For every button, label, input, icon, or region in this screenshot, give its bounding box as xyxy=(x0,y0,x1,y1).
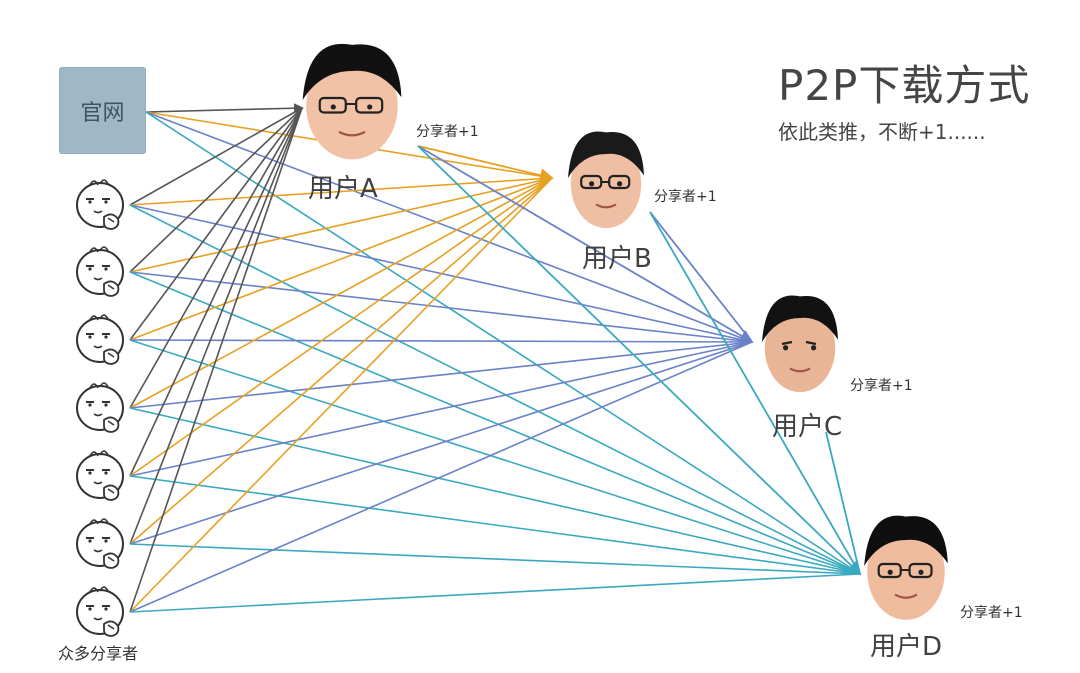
edge-sharer-to-b xyxy=(129,177,553,409)
edge-sharer-to-c xyxy=(129,341,753,409)
edge-sharer-to-d xyxy=(129,543,861,575)
sharer-column xyxy=(76,179,124,637)
edge-sharer-to-c xyxy=(129,341,753,545)
user-a-label: 用户A xyxy=(308,174,378,204)
official-site-node: 官网 xyxy=(59,67,146,154)
edge-b-to-c xyxy=(649,211,753,343)
edge-sharer-to-b xyxy=(129,177,553,545)
user-a-face-icon xyxy=(302,43,402,160)
diagram-title: P2P下载方式 xyxy=(778,61,1031,110)
edge-a-to-d xyxy=(417,145,862,576)
user-a-share-label: 分享者+1 xyxy=(416,124,479,140)
edge-site-to-c xyxy=(145,111,753,343)
thinking-face-icon xyxy=(76,314,124,365)
edge-sharer-to-b xyxy=(129,177,553,341)
edge-sharer-to-d xyxy=(129,407,861,575)
thinking-face-icon xyxy=(76,586,124,637)
thinking-face-icon xyxy=(76,450,124,501)
user-b-face-icon xyxy=(568,131,644,229)
edge-sharer-to-c xyxy=(129,339,753,343)
edge-sharer-to-b xyxy=(129,177,553,273)
edge-sharer-to-d xyxy=(129,573,861,613)
diagram-subtitle: 依此类推，不断+1...... xyxy=(778,120,986,144)
edge-a-to-c xyxy=(417,145,754,344)
edge-sharer-to-d xyxy=(129,271,861,575)
edge-c-to-d xyxy=(825,431,861,575)
user-c-share-label: 分享者+1 xyxy=(850,378,913,394)
edge-sharer-to-a xyxy=(129,107,303,206)
user-c-label: 用户C xyxy=(772,412,843,442)
edge-sharer-to-a xyxy=(129,107,303,273)
user-b-share-label: 分享者+1 xyxy=(654,189,717,205)
edge-sharer-to-d xyxy=(129,475,861,575)
edge-sharer-to-a xyxy=(129,107,303,409)
edge-sharer-to-a xyxy=(129,107,303,341)
edge-sharer-to-a xyxy=(129,107,303,477)
edge-sharer-to-c xyxy=(129,271,753,343)
edge-sharer-to-a xyxy=(129,107,303,613)
thinking-face-icon xyxy=(76,179,124,230)
edge-sharer-to-d xyxy=(129,204,861,575)
connection-lines xyxy=(129,103,862,613)
edge-sharer-to-a xyxy=(129,107,303,545)
user-d-label: 用户D xyxy=(870,632,943,662)
official-site-label: 官网 xyxy=(80,100,125,126)
edge-sharer-to-d xyxy=(129,339,861,575)
thinking-face-icon xyxy=(76,382,124,433)
user-d-share-label: 分享者+1 xyxy=(960,605,1023,621)
thinking-face-icon xyxy=(76,246,124,297)
edge-site-to-a xyxy=(145,103,304,114)
user-d-face-icon xyxy=(864,515,948,620)
user-c-face-icon xyxy=(762,295,838,393)
crowd-sharers-label: 众多分享者 xyxy=(58,644,139,663)
edge-sharer-to-b xyxy=(129,177,553,613)
thinking-face-icon xyxy=(76,518,124,569)
edge-sharer-to-b xyxy=(129,177,553,477)
edge-b-to-d xyxy=(649,211,861,575)
edge-sharer-to-c xyxy=(129,341,753,613)
user-faces xyxy=(302,43,948,620)
user-b-label: 用户B xyxy=(582,244,652,274)
edge-a-to-b xyxy=(417,145,554,183)
